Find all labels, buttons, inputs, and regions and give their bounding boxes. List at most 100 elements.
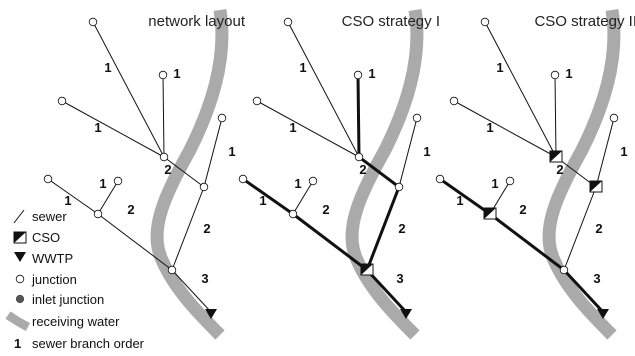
cso-J (360, 263, 374, 276)
wwtp (205, 309, 217, 319)
junction-B (158, 70, 168, 80)
sewer-E-F (203, 117, 223, 188)
branch-order-number-icon: 1 (14, 336, 21, 351)
branch-order-label: 3 (201, 271, 208, 286)
junction-G (43, 174, 53, 184)
junction-F (394, 182, 404, 192)
junction-A (283, 17, 293, 27)
sewer-G-H (439, 177, 491, 216)
legend-label-receiving-water: receiving water (32, 314, 120, 329)
branch-order-label: 2 (164, 162, 171, 177)
junction-G (435, 174, 445, 184)
junction-H (288, 209, 298, 219)
branch-order-label: 1 (620, 144, 627, 159)
junction-I (113, 176, 123, 186)
junction-F (199, 182, 209, 192)
junction-A (480, 17, 490, 27)
legend: sewer CSO WWTP junction inlet junction r… (5, 209, 145, 351)
branch-order-label: 1 (565, 66, 572, 81)
sewer-A-D (92, 21, 165, 158)
branch-order-label: 3 (593, 271, 600, 286)
sewer-C-D (453, 100, 557, 158)
sewer-B-D (554, 74, 557, 158)
inlet-junction-filled-circle-icon (15, 294, 25, 304)
branch-order-label: 1 (423, 144, 430, 159)
sewer-B-D (356, 74, 361, 158)
panel-title: network layout (148, 13, 246, 30)
branch-order-label: 1 (173, 66, 180, 81)
sewer-D-F (555, 156, 597, 188)
junction-C (449, 96, 459, 106)
junction-H (93, 209, 103, 219)
wwtp (597, 309, 609, 319)
branch-order-label: 2 (556, 162, 563, 177)
branch-order-label: 2 (322, 202, 329, 217)
panel-title: CSO strategy I (342, 13, 440, 30)
sewer-F-J (563, 186, 597, 271)
cso-H (483, 207, 497, 220)
sewer-B-D (162, 74, 165, 158)
junction-D (159, 152, 169, 162)
junction-B (550, 70, 560, 80)
branch-order-label: 1 (486, 120, 493, 135)
sewer-I-H (97, 180, 119, 215)
cso-icon (13, 231, 27, 244)
receiving-water (345, 8, 424, 340)
junction-G (238, 174, 248, 184)
junction-E (609, 113, 619, 123)
wwtp-triangle-icon (14, 252, 26, 262)
junction-I (505, 176, 515, 186)
receiving-water (150, 8, 229, 340)
branch-order-label: 1 (496, 60, 503, 75)
sewer-J-K (171, 269, 212, 313)
receiving-water (542, 8, 621, 340)
sewer-C-D (61, 100, 165, 158)
cso-F (589, 180, 603, 193)
branch-order-label: 1 (64, 193, 71, 208)
legend-label-wwtp: WWTP (32, 251, 73, 266)
receiving-water-band-icon (5, 311, 31, 332)
legend-label-junction: junction (31, 272, 77, 287)
wwtp (400, 309, 412, 319)
junction-A (88, 17, 98, 27)
branch-order-label: 1 (299, 60, 306, 75)
sewer-A-D (484, 21, 557, 158)
branch-order-label: 1 (104, 60, 111, 75)
junction-open-circle-icon (15, 274, 25, 284)
branch-order-label: 1 (99, 176, 106, 191)
junction-B (353, 70, 363, 80)
sewer-I-H (292, 180, 314, 215)
branch-order-label: 2 (359, 162, 366, 177)
branch-order-label: 2 (519, 202, 526, 217)
sewer-F-J (365, 186, 401, 271)
legend-label-inlet-junction: inlet junction (32, 292, 104, 307)
legend-label-cso: CSO (32, 230, 60, 245)
sewer-H-J (97, 213, 173, 271)
junction-C (57, 96, 67, 106)
sewer-H-J (292, 212, 368, 272)
branch-order-label: 1 (294, 176, 301, 191)
junction-J (167, 265, 177, 275)
junction-D (354, 152, 364, 162)
sewer-E-F (398, 117, 418, 188)
sewer-G-H (47, 178, 99, 215)
branch-order-label: 1 (259, 193, 266, 208)
junction-E (412, 113, 422, 123)
branch-order-label: 2 (127, 202, 134, 217)
branch-order-label: 1 (491, 176, 498, 191)
sewer-G-H (242, 177, 294, 216)
branch-order-label: 2 (203, 221, 210, 236)
branch-order-label: 1 (368, 66, 375, 81)
cso-D (549, 150, 563, 163)
junction-E (217, 113, 227, 123)
sewer-E-F (595, 117, 615, 188)
branch-order-label: 2 (595, 221, 602, 236)
sewer-F-J (171, 186, 205, 271)
junction-J (559, 265, 569, 275)
branch-order-label: 2 (398, 221, 405, 236)
sewer-D-F (163, 156, 205, 188)
